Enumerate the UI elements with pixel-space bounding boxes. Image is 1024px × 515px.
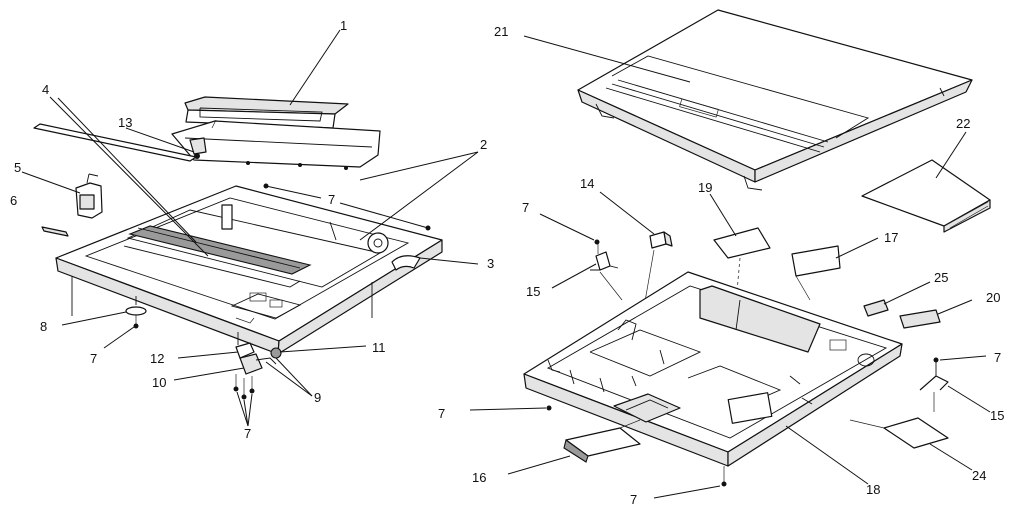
part-13-bracket bbox=[189, 137, 207, 159]
part-14-block bbox=[639, 231, 673, 331]
callout-20: 20 bbox=[986, 290, 1000, 305]
callout-18: 18 bbox=[866, 482, 880, 497]
part-17-board bbox=[791, 245, 841, 301]
callout-6: 6 bbox=[10, 193, 17, 208]
part-16-tray bbox=[563, 419, 641, 463]
callout-19: 19 bbox=[698, 180, 712, 195]
callout-7-f: 7 bbox=[438, 406, 445, 421]
hinge-cluster bbox=[233, 342, 282, 400]
callout-1: 1 bbox=[340, 18, 347, 33]
callout-7-g: 7 bbox=[630, 492, 637, 507]
part-24-pad bbox=[849, 417, 949, 449]
callout-15-b: 15 bbox=[990, 408, 1004, 423]
left-base-tray bbox=[55, 185, 443, 355]
part-15-right-bracket bbox=[919, 357, 949, 412]
part-4-long-rod bbox=[33, 123, 197, 162]
callout-7-b: 7 bbox=[90, 351, 97, 366]
part-8-foot bbox=[125, 306, 147, 329]
callout-16: 16 bbox=[472, 470, 486, 485]
callout-14: 14 bbox=[580, 176, 594, 191]
callout-11: 11 bbox=[372, 340, 386, 355]
callout-3: 3 bbox=[487, 256, 494, 271]
callout-7-d: 7 bbox=[522, 200, 529, 215]
part-6-small-pad bbox=[41, 226, 69, 237]
callout-5: 5 bbox=[14, 160, 21, 175]
part-22-booklet bbox=[861, 159, 991, 233]
part-5-latch bbox=[75, 173, 103, 219]
part-21-lid-cover bbox=[577, 9, 973, 191]
callout-7-a: 7 bbox=[328, 192, 335, 207]
right-assembly bbox=[469, 9, 991, 499]
callout-25: 25 bbox=[934, 270, 948, 285]
callout-17: 17 bbox=[884, 230, 898, 245]
callout-4: 4 bbox=[42, 82, 49, 97]
callout-15-a: 15 bbox=[526, 284, 540, 299]
left-assembly bbox=[21, 29, 479, 427]
callout-21: 21 bbox=[494, 24, 508, 39]
callout-8: 8 bbox=[40, 319, 47, 334]
callout-13: 13 bbox=[118, 115, 132, 130]
callout-12: 12 bbox=[150, 351, 164, 366]
part-20-pad bbox=[899, 309, 941, 329]
callout-22: 22 bbox=[956, 116, 970, 131]
callout-9: 9 bbox=[314, 390, 321, 405]
part-25-pad bbox=[863, 299, 889, 317]
part-2-cover-plate bbox=[171, 119, 381, 170]
callout-7-c: 7 bbox=[244, 426, 251, 441]
part-15-left-bracket bbox=[590, 239, 623, 301]
callout-7-e: 7 bbox=[994, 350, 1001, 365]
callout-24: 24 bbox=[972, 468, 986, 483]
callout-labels: 1 2 3 4 5 6 7 7 7 7 7 7 7 8 9 10 11 12 1… bbox=[10, 18, 1004, 507]
callout-2: 2 bbox=[480, 137, 487, 152]
callout-10: 10 bbox=[152, 375, 166, 390]
part-18-base-housing bbox=[523, 271, 903, 487]
